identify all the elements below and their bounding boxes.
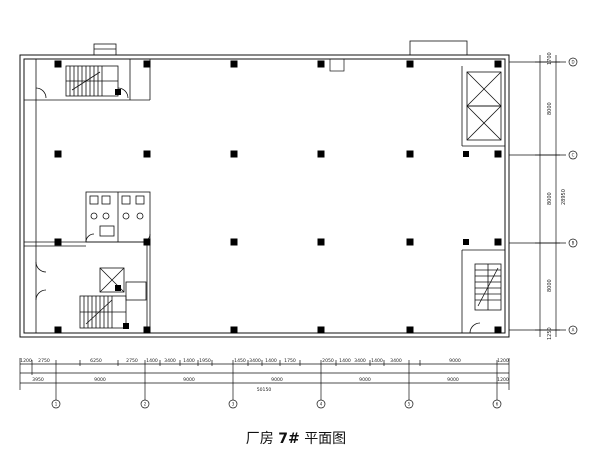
dim-b1-16: 3400 <box>390 358 402 364</box>
right-dimension-text: 1700 8000 8000 8000 1250 28950 <box>547 52 567 340</box>
column-10 <box>406 150 414 158</box>
column-28 <box>123 323 129 329</box>
axis-label-d: D <box>571 60 574 65</box>
column-23 <box>494 326 502 334</box>
column-17 <box>494 238 502 246</box>
column-15 <box>317 238 325 246</box>
column-11 <box>494 150 502 158</box>
structural-columns <box>54 60 502 334</box>
column-20 <box>230 326 238 334</box>
dim-right-seg-4: 8000 <box>547 279 553 292</box>
dim-b2-3: 9000 <box>271 377 283 383</box>
bottom-dimension-chain <box>19 358 510 400</box>
column-19 <box>143 326 151 334</box>
dim-b1-11: 1750 <box>284 358 296 364</box>
corridor-lines <box>24 241 151 333</box>
dim-b1-18: 1200 <box>497 358 509 364</box>
axis-label-4: 4 <box>320 402 323 407</box>
column-12 <box>54 238 62 246</box>
elevator-shafts <box>461 66 505 147</box>
axis-label-3: 3 <box>232 402 235 407</box>
axis-label-a: A <box>572 328 575 333</box>
room-lines-left <box>24 59 151 333</box>
axis-label-5: 5 <box>408 402 411 407</box>
dim-b1-0: 1200 <box>20 358 32 364</box>
title-prefix: 厂房 <box>245 431 274 447</box>
column-18 <box>54 326 62 334</box>
dim-b1-9: 3400 <box>249 358 261 364</box>
dim-right-seg-5: 1250 <box>547 327 553 340</box>
window-marks <box>160 54 400 338</box>
axis-label-6: 6 <box>496 402 499 407</box>
column-27 <box>115 285 121 291</box>
dim-b2-4: 9000 <box>359 377 371 383</box>
dim-b2-0: 3950 <box>32 377 44 383</box>
dim-b1-1: 2750 <box>38 358 50 364</box>
dim-b1-6: 1400 <box>183 358 195 364</box>
dim-b1-3: 2750 <box>126 358 138 364</box>
roof-projection <box>93 40 468 56</box>
stair-bottom-left <box>79 267 147 329</box>
dim-right-total: 28950 <box>561 189 567 205</box>
title-number: 7# <box>278 431 300 447</box>
dim-b1-14: 3400 <box>354 358 366 364</box>
shaft-opening <box>329 58 345 72</box>
axis-label-b: B <box>572 241 575 246</box>
column-4 <box>406 60 414 68</box>
column-22 <box>406 326 414 334</box>
column-25 <box>463 151 469 157</box>
dim-b1-13: 1400 <box>339 358 351 364</box>
stair-top-left <box>65 65 119 97</box>
column-16 <box>406 238 414 246</box>
dim-b1-4: 1400 <box>146 358 158 364</box>
dim-right-seg-1: 1700 <box>547 52 553 65</box>
column-1 <box>143 60 151 68</box>
dim-b2-1: 9000 <box>94 377 106 383</box>
right-axis-bubbles: D C B A <box>568 57 578 335</box>
axis-label-c: C <box>572 153 575 158</box>
dim-b2-2: 9000 <box>183 377 195 383</box>
stair-right <box>461 249 505 334</box>
axis-label-1: 1 <box>55 402 58 407</box>
dim-b1-5: 3400 <box>164 358 176 364</box>
dim-b2-6: 1200 <box>497 377 509 383</box>
dim-b1-2: 6250 <box>90 358 102 364</box>
column-6 <box>54 150 62 158</box>
column-2 <box>230 60 238 68</box>
column-14 <box>230 238 238 246</box>
right-dimension-chain <box>509 55 566 337</box>
column-13 <box>143 238 151 246</box>
column-5 <box>494 60 502 68</box>
dim-b2-5: 9000 <box>447 377 459 383</box>
dim-right-seg-2: 8000 <box>547 102 553 115</box>
dim-b1-15: 1400 <box>371 358 383 364</box>
axis-label-2: 2 <box>144 402 147 407</box>
bottom-axis-bubbles: 1 2 3 4 5 6 <box>51 399 502 409</box>
column-3 <box>317 60 325 68</box>
column-8 <box>230 150 238 158</box>
dim-b-total: 50150 <box>257 387 272 393</box>
column-7 <box>143 150 151 158</box>
title-suffix: 平面图 <box>304 431 347 447</box>
dim-b1-10: 1400 <box>265 358 277 364</box>
dim-b1-12: 2050 <box>322 358 334 364</box>
column-0 <box>54 60 62 68</box>
column-24 <box>115 89 121 95</box>
dim-b1-17: 9000 <box>449 358 461 364</box>
dim-right-seg-3: 8000 <box>547 192 553 205</box>
dim-b1-8: 1450 <box>234 358 246 364</box>
toilet-block <box>85 191 151 243</box>
column-26 <box>463 239 469 245</box>
dim-b1-7: 1950 <box>199 358 211 364</box>
column-21 <box>317 326 325 334</box>
bottom-dimension-text: 1200 2750 6250 2750 1400 3400 1400 1950 … <box>20 358 509 393</box>
column-9 <box>317 150 325 158</box>
drawing-title: 厂房 7# 平面图 <box>0 428 592 448</box>
